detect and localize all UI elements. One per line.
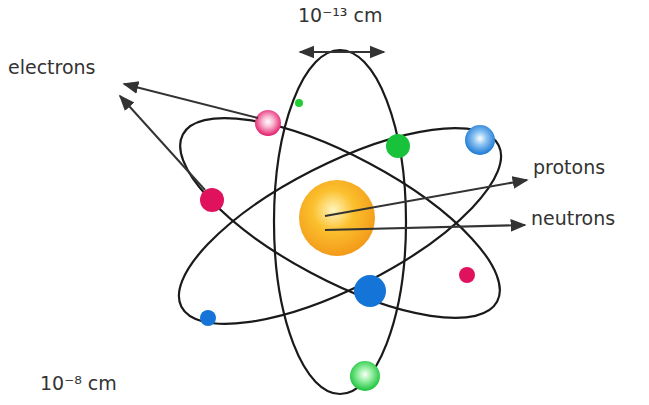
dimension-label: 10⁻¹³ cm xyxy=(298,4,382,27)
electron xyxy=(465,125,495,155)
electron xyxy=(350,361,380,391)
electron-orbits xyxy=(153,50,526,394)
part-label: neutrons xyxy=(531,207,615,230)
dimension-arrow xyxy=(300,51,384,53)
leader-arrow xyxy=(325,225,525,230)
leader-arrow xyxy=(124,84,258,118)
orbit xyxy=(154,80,527,357)
electron xyxy=(200,310,216,326)
electrons xyxy=(200,99,495,391)
orbit xyxy=(153,90,526,362)
leader-lines xyxy=(120,52,527,230)
electron xyxy=(255,110,281,136)
nucleus xyxy=(299,180,375,256)
leader-arrow xyxy=(120,96,205,190)
electron xyxy=(200,188,224,212)
electron xyxy=(295,99,303,107)
electron xyxy=(354,275,386,307)
part-label: electrons xyxy=(8,56,96,79)
orbit xyxy=(274,50,406,394)
dimension-label: 10⁻⁸ cm xyxy=(40,372,117,395)
leader-arrow xyxy=(325,180,527,216)
part-label: protons xyxy=(533,156,605,179)
electron xyxy=(459,267,475,283)
electron xyxy=(386,134,410,158)
